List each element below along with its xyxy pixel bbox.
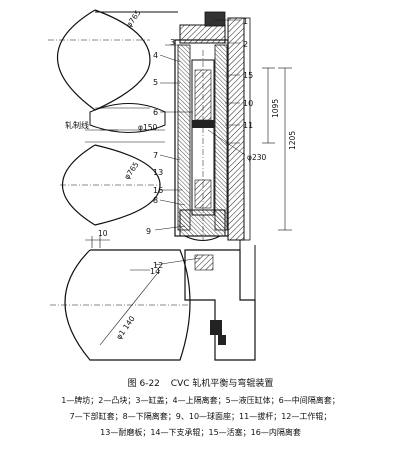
dia-765-top-label: φ765 (124, 8, 143, 29)
part-label-12: 12 (153, 261, 163, 270)
upper-backup-roll (57, 9, 151, 111)
figure-number: 图 6-22 (127, 379, 160, 389)
part-label-5: 5 (153, 78, 158, 87)
lower-backup-roll (64, 249, 191, 361)
figure-title: CVC 轧机平衡与弯辊装置 (170, 379, 274, 389)
part-label-9: 9 (146, 227, 151, 236)
part-label-16: 16 (153, 186, 163, 195)
part-label-8: 8 (153, 196, 158, 205)
dia-1140-label: φ1 140 (114, 314, 137, 341)
spherical-seat (179, 209, 226, 237)
housing (227, 17, 245, 241)
part-label-13: 13 (153, 168, 163, 177)
cylinder-cap (179, 24, 226, 44)
part-label-3: 3 (170, 38, 175, 47)
legend-line-3: 13—耐磨板；14—下支承辊；15—活塞；16—内隔离套 (100, 428, 301, 437)
lower-chock (184, 249, 256, 361)
part-label-10: 10 (243, 99, 253, 108)
legend-line-2: 7—下部缸套；8—下隔离套；9、10—球面座；11—拔杆；12—工作辊； (69, 412, 332, 421)
part-label-15: 15 (243, 71, 253, 80)
dim-1205-label: 1205 (288, 131, 297, 150)
part-label-6: 6 (153, 108, 158, 117)
dia-765-mid-label: φ765 (122, 160, 141, 181)
dia-150-label: φ150 (138, 123, 157, 132)
legend-line-1: 1—牌坊；2—凸块；3—缸盖；4—上隔离套；5—液压缸体；6—中间隔离套； (61, 396, 340, 405)
part-label-2: 2 (243, 40, 248, 49)
figure-caption: 图 6-22 CVC 轧机平衡与弯辊装置 (0, 376, 401, 389)
lower-work-roll (61, 144, 161, 226)
part-label-7: 7 (153, 151, 158, 160)
part-label-14: 14 (150, 267, 160, 276)
dim-1095-label: 1095 (271, 99, 280, 118)
dim-10-label: 10 (98, 229, 108, 238)
part-label-1: 1 (243, 17, 248, 26)
leader-dia-1140 (99, 269, 161, 346)
rolling-line-label: 轧制线 (65, 120, 89, 130)
part-label-4: 4 (153, 51, 158, 60)
part-label-11: 11 (243, 121, 253, 130)
dia-230-label: φ230 (247, 153, 266, 162)
